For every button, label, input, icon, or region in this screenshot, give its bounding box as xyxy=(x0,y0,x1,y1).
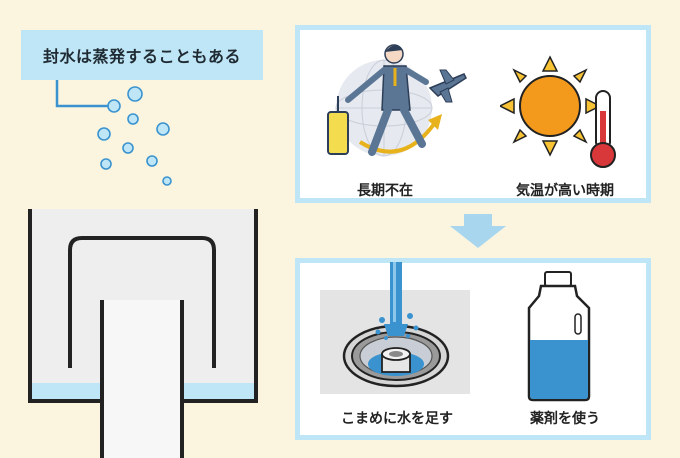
solutions-panel xyxy=(295,258,651,440)
drain-water-pouring-icon xyxy=(320,262,470,394)
traveling-businessman-icon xyxy=(327,44,467,157)
solution-label-add-water: こまめに水を足す xyxy=(341,411,453,427)
sun-thermometer-icon xyxy=(500,55,616,168)
evaporation-bubbles xyxy=(97,86,172,186)
solution-label-chemical: 薬剤を使う xyxy=(530,411,600,427)
trap-diagram xyxy=(28,80,258,458)
evaporation-callout: 封水は蒸発することもある xyxy=(21,30,263,80)
down-arrow-icon xyxy=(450,214,506,248)
cause-label-hot-season: 気温が高い時期 xyxy=(516,183,614,199)
chemical-bottle-icon xyxy=(527,271,591,402)
water-trap-basin xyxy=(28,209,258,458)
callout-connector-line xyxy=(55,80,112,108)
cause-label-absence: 長期不在 xyxy=(357,183,413,199)
